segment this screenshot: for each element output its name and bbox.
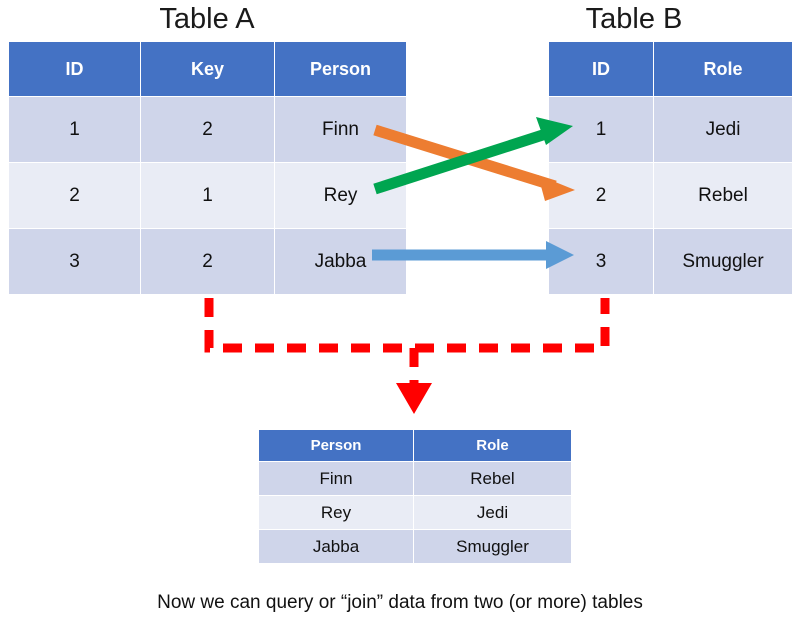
table-result-cell-role: Jedi: [413, 495, 572, 530]
table-a-header-row: ID Key Person: [8, 41, 407, 97]
table-b-cell-role: Rebel: [653, 162, 793, 229]
table-a-col-id: ID: [8, 41, 141, 97]
table-b-col-id: ID: [548, 41, 654, 97]
table-b-cell-role: Jedi: [653, 96, 793, 163]
join-bracket-dashed: [204, 298, 610, 414]
table-a-cell-id: 2: [8, 162, 141, 229]
table-row: 2 1 Rey: [8, 162, 407, 229]
table-b-cell-role: Smuggler: [653, 228, 793, 295]
table-a-cell-key: 2: [140, 228, 275, 295]
table-a-cell-person: Finn: [274, 96, 407, 163]
join-arrowhead-icon: [396, 383, 432, 414]
table-a-cell-key: 1: [140, 162, 275, 229]
table-b-col-role: Role: [653, 41, 793, 97]
table-a-col-key: Key: [140, 41, 275, 97]
table-result-header-row: Person Role: [258, 429, 572, 462]
table-result-cell-person: Jabba: [258, 529, 414, 564]
table-b-header-row: ID Role: [548, 41, 793, 97]
table-result-cell-person: Finn: [258, 461, 414, 496]
table-a-cell-id: 1: [8, 96, 141, 163]
table-row: 1 2 Finn: [8, 96, 407, 163]
table-a-col-person: Person: [274, 41, 407, 97]
table-row: Rey Jedi: [258, 495, 572, 530]
table-b-cell-id: 2: [548, 162, 654, 229]
table-b-title: Table B: [585, 3, 683, 35]
table-result-cell-person: Rey: [258, 495, 414, 530]
table-a-cell-person: Jabba: [274, 228, 407, 295]
table-result-cell-role: Smuggler: [413, 529, 572, 564]
table-result-cell-role: Rebel: [413, 461, 572, 496]
table-row: Finn Rebel: [258, 461, 572, 496]
table-a-cell-key: 2: [140, 96, 275, 163]
table-row: 1 Jedi: [548, 96, 793, 163]
table-result-join: Person Role Finn Rebel Rey Jedi Jabba Sm…: [258, 429, 572, 564]
table-b-cell-id: 3: [548, 228, 654, 295]
table-row: 2 Rebel: [548, 162, 793, 229]
table-a-cell-person: Rey: [274, 162, 407, 229]
table-b: ID Role 1 Jedi 2 Rebel 3 Smuggler: [548, 41, 793, 295]
table-row: 3 2 Jabba: [8, 228, 407, 295]
table-result-col-person: Person: [258, 429, 414, 462]
table-a: ID Key Person 1 2 Finn 2 1 Rey 3 2 Jabba: [8, 41, 407, 295]
table-row: 3 Smuggler: [548, 228, 793, 295]
table-a-title: Table A: [159, 3, 255, 35]
table-result-col-role: Role: [413, 429, 572, 462]
table-b-cell-id: 1: [548, 96, 654, 163]
caption-text: Now we can query or “join” data from two…: [157, 592, 643, 613]
table-a-cell-id: 3: [8, 228, 141, 295]
table-row: Jabba Smuggler: [258, 529, 572, 564]
